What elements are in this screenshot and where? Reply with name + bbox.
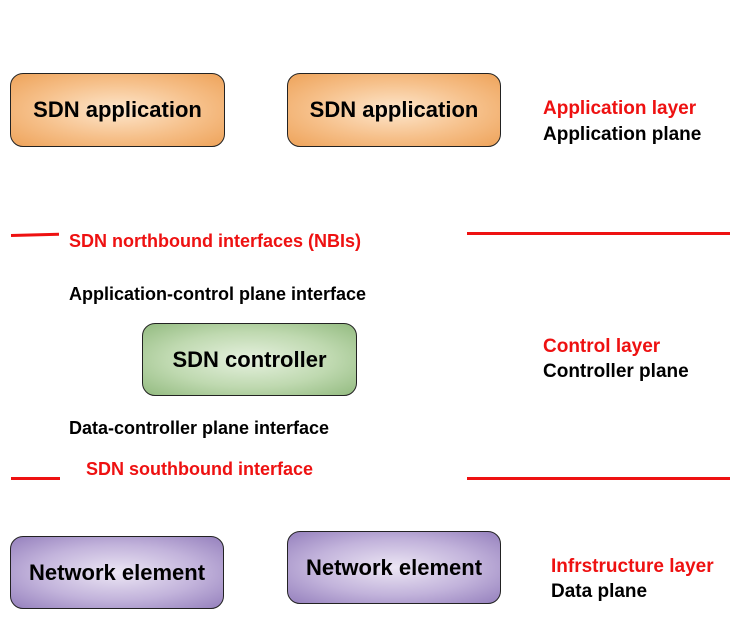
northbound-interface-label: SDN northbound interfaces (NBIs)	[69, 231, 362, 251]
sdn-application-box-2: SDN application	[287, 73, 501, 147]
northbound-divider-left	[10, 232, 60, 237]
control-layer-title: Control layer	[543, 336, 661, 357]
southbound-divider-right	[467, 477, 730, 480]
application-layer-title: Application layer	[543, 98, 697, 119]
application-plane-label: Application plane	[543, 124, 702, 145]
network-element-box-1: Network element	[10, 536, 224, 609]
sdn-application-label-1: SDN application	[33, 97, 202, 122]
infrastructure-layer-title: Infrstructure layer	[551, 556, 714, 577]
sdn-controller-box: SDN controller	[142, 323, 357, 396]
data-controller-interface-label: Data-controller plane interface	[69, 418, 330, 438]
network-element-box-2: Network element	[287, 531, 501, 604]
southbound-interface-label: SDN southbound interface	[86, 459, 314, 479]
data-plane-label: Data plane	[551, 581, 648, 602]
sdn-application-box-1: SDN application	[10, 73, 225, 147]
sdn-application-label-2: SDN application	[309, 97, 479, 122]
sdn-controller-label: SDN controller	[172, 346, 327, 372]
southbound-divider-left	[11, 477, 60, 480]
northbound-divider-right	[467, 232, 730, 235]
network-element-label-2: Network element	[305, 554, 483, 580]
app-control-interface-label: Application-control plane interface	[69, 284, 367, 304]
network-element-label-1: Network element	[28, 559, 206, 585]
controller-plane-label: Controller plane	[543, 361, 689, 382]
